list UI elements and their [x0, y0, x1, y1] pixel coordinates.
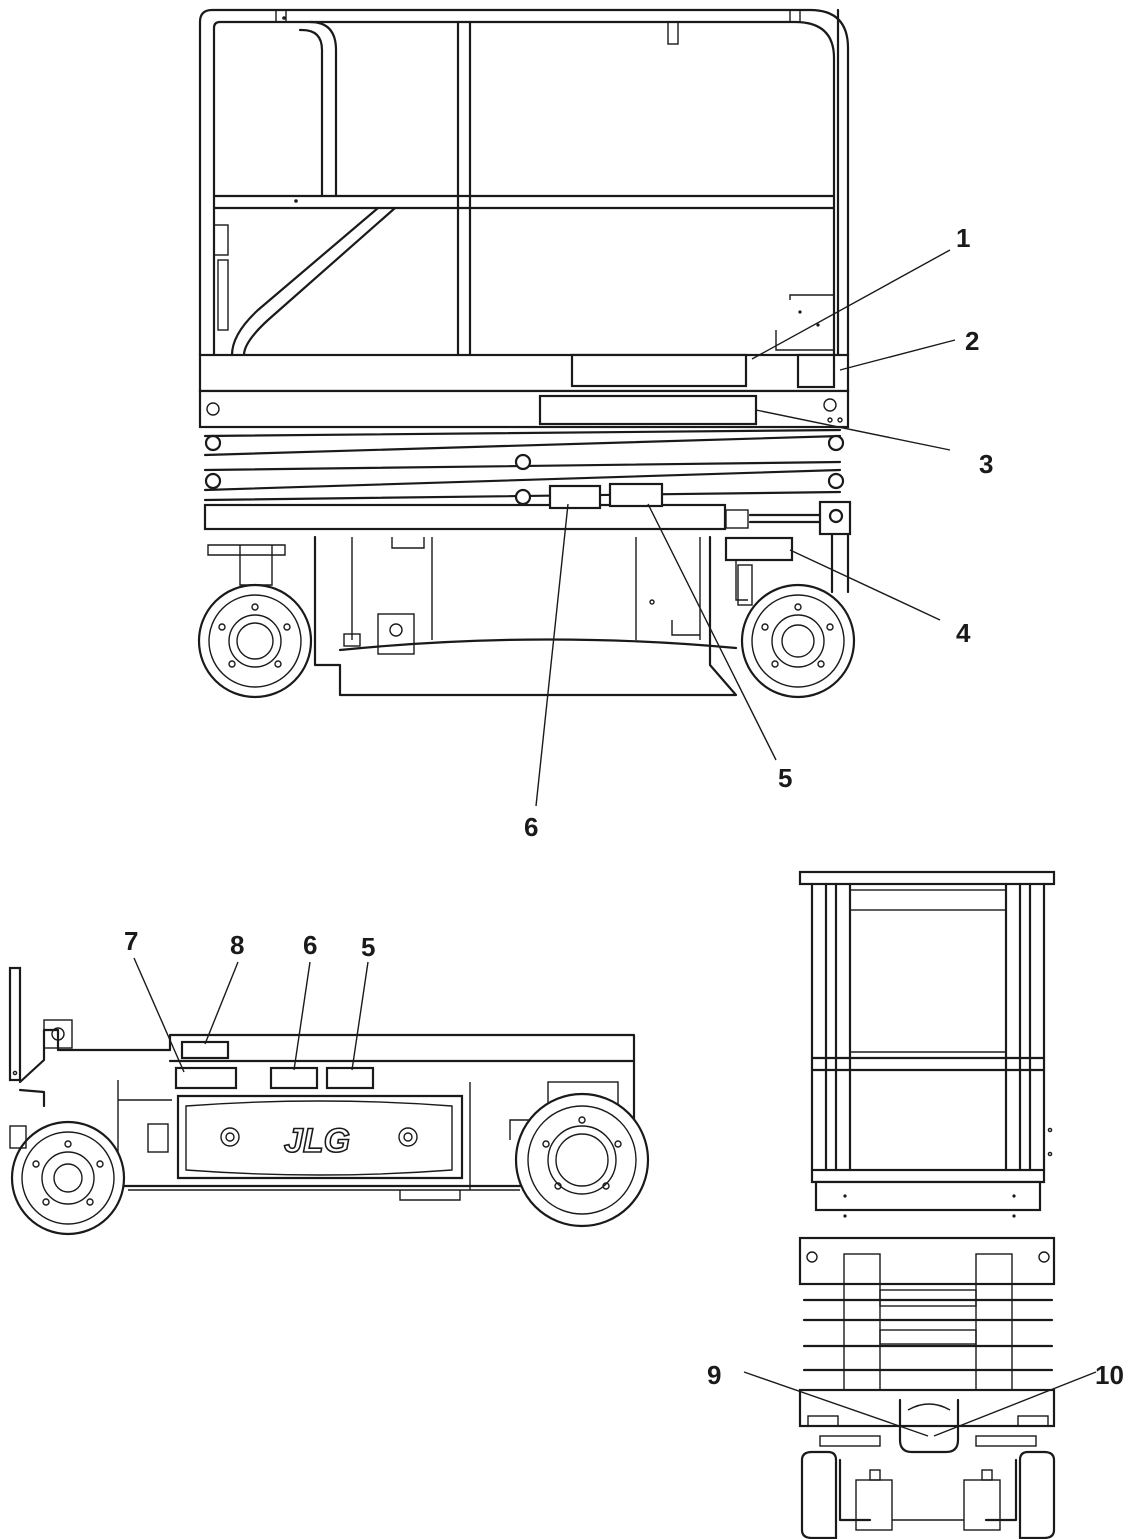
callout-2: 2: [965, 326, 979, 356]
callout-1: 1: [956, 223, 970, 253]
callout-7: 7: [124, 926, 138, 956]
callout-4: 4: [956, 618, 971, 648]
end-view: 9 10: [707, 870, 1124, 1539]
callout-6-top: 6: [524, 812, 538, 842]
jlg-logo: JLG: [284, 1122, 350, 1160]
side-view-stowed: JLG: [8, 926, 650, 1236]
decal-5-area-top: [608, 482, 664, 508]
decal-4-area: [724, 536, 794, 562]
decal-5-area-side: [325, 1066, 375, 1090]
decal-8-area: [180, 1040, 230, 1060]
callout-8: 8: [230, 930, 244, 960]
decal-1-area: [570, 353, 748, 388]
callout-6-bottom: 6: [303, 930, 317, 960]
callout-5-bottom: 5: [361, 932, 375, 962]
callout-10: 10: [1095, 1360, 1124, 1390]
decal-6-area-top: [548, 484, 602, 510]
decal-3-area: [538, 394, 758, 426]
side-view-raised-platform: 1 2 3 4 5 6: [197, 8, 993, 842]
callout-5-top: 5: [778, 763, 792, 793]
decal-6-area-side: [269, 1066, 319, 1090]
callout-9: 9: [707, 1360, 721, 1390]
decal-7-area: [174, 1066, 238, 1090]
decal-2-area: [796, 353, 836, 389]
callout-3: 3: [979, 449, 993, 479]
